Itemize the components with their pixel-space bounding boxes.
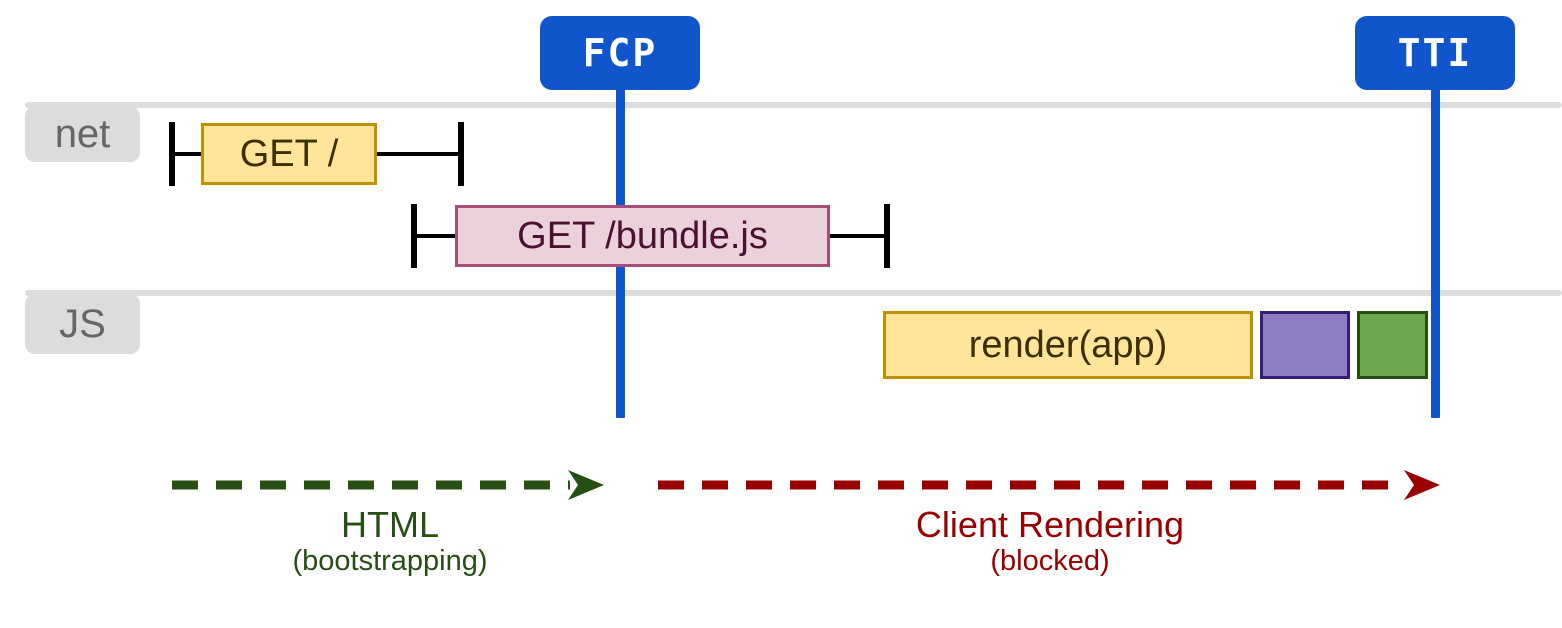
get-bundle-span-cap-start — [411, 204, 417, 268]
lane-rule-js — [25, 290, 1562, 296]
phase-arrow-client-icon — [658, 470, 1440, 500]
task-label-render-app: render(app) — [968, 324, 1168, 366]
task-box-green — [1357, 311, 1428, 379]
tti-marker-badge: TTI — [1355, 16, 1515, 90]
tti-marker-label: TTI — [1397, 31, 1473, 75]
fcp-marker-badge: FCP — [540, 16, 700, 90]
fcp-marker-label: FCP — [582, 31, 658, 75]
get-root-span-cap-end — [458, 122, 464, 186]
lane-label-net-text: net — [54, 112, 111, 156]
lane-label-net: net — [25, 106, 140, 162]
lane-rule-net — [25, 102, 1562, 108]
request-box-get-root: GET / — [201, 123, 377, 185]
task-box-purple — [1260, 311, 1350, 379]
phase-caption-client: Client Rendering (blocked) — [730, 504, 1370, 578]
request-label-get-root: GET / — [239, 133, 339, 175]
task-box-render-app: render(app) — [883, 311, 1253, 379]
get-root-span-cap-start — [169, 122, 175, 186]
lane-label-js: JS — [25, 294, 140, 354]
tti-marker-line — [1431, 84, 1440, 418]
phase-title-html: HTML — [341, 504, 439, 545]
phase-caption-html: HTML (bootstrapping) — [200, 504, 580, 578]
phase-subtitle-client: (blocked) — [990, 545, 1110, 578]
get-bundle-span-cap-end — [884, 204, 890, 268]
phase-arrow-html-icon — [172, 470, 604, 500]
request-label-get-bundle: GET /bundle.js — [517, 215, 768, 257]
lane-label-js-text: JS — [59, 302, 106, 346]
phase-subtitle-html: (bootstrapping) — [292, 545, 488, 578]
request-box-get-bundle: GET /bundle.js — [455, 205, 830, 267]
phase-title-client: Client Rendering — [915, 504, 1185, 545]
